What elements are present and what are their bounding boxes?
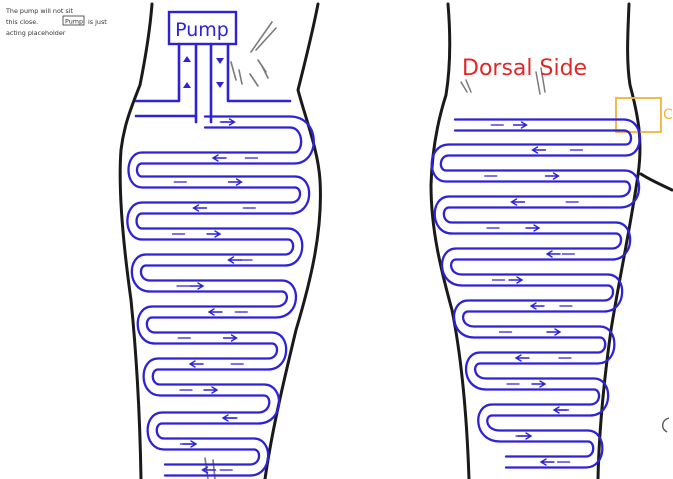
arrow-icon (183, 56, 191, 62)
arrow-icon (183, 82, 191, 88)
arrow-icon (516, 355, 529, 361)
tube-bend (463, 312, 474, 327)
arrow-icon (541, 459, 554, 465)
note-line-4: acting placeholder (6, 29, 66, 37)
left-serpentine-tubing (127, 117, 313, 476)
tube-bend (276, 292, 287, 307)
arrow-icon (216, 82, 224, 88)
edge-scribble (663, 418, 669, 432)
tube-bend (451, 260, 462, 275)
arrow-icon (547, 329, 560, 335)
pump-label: Pump (175, 19, 229, 41)
tube-bend (147, 318, 155, 333)
tube-bend (141, 266, 150, 281)
note-line-3: is just (88, 18, 107, 26)
tube-bend (129, 153, 143, 188)
arrow-icon (532, 381, 545, 387)
arrow-icon (213, 155, 226, 161)
pump-box: Pump (169, 12, 236, 44)
tube-bend (291, 188, 300, 203)
arrow-icon (216, 58, 224, 64)
arrow-icon (229, 179, 242, 185)
tube-bend (153, 370, 160, 385)
note-line-1: The pump will not sit (5, 7, 74, 15)
tube-bend (604, 286, 613, 301)
tube-bend (137, 164, 142, 177)
arrow-icon (190, 283, 203, 289)
dorsal-side-title: Dorsal Side (462, 56, 587, 81)
tube-bend (590, 390, 599, 405)
tube-bend (285, 240, 293, 255)
arrow-icon (190, 361, 203, 367)
tube-bend (586, 442, 593, 457)
tube-bend (478, 405, 500, 442)
tube-bend (598, 338, 605, 353)
scribbled-note: The pump will not sit this close. Pump i… (5, 7, 107, 37)
arrow-icon (547, 251, 560, 257)
arrow-icon (533, 147, 546, 153)
arrow-icon (224, 335, 237, 341)
note-line-2: this close. (6, 18, 38, 26)
tube-bend (157, 424, 164, 439)
left-lead-arrows (183, 56, 224, 88)
tube-bend (487, 416, 500, 431)
tube-bend (268, 344, 277, 359)
arrow-icon (512, 199, 525, 205)
tube-bend (290, 128, 301, 153)
arrow-icon (546, 173, 559, 179)
tube-bend (612, 234, 621, 249)
arrow-icon (209, 309, 222, 315)
tube-bend (475, 364, 486, 379)
arrow-icon (207, 231, 220, 237)
arrow-icon (509, 277, 522, 283)
edge-glyph: C (663, 107, 673, 123)
right-serpentine-tubing (432, 120, 640, 468)
tube-bend (441, 156, 449, 171)
arrow-icon (514, 122, 527, 128)
arrow-icon (531, 303, 544, 309)
note-boxed-word: Pump (65, 18, 83, 26)
arrow-icon (526, 225, 539, 231)
tube-bend (444, 208, 452, 223)
tube-bend (137, 214, 142, 229)
tube-bend (258, 396, 269, 413)
arrow-icon (194, 205, 207, 211)
tube-bend (620, 182, 630, 197)
tube-bend (127, 203, 142, 240)
tube-bend (250, 450, 259, 465)
arrow-icon (204, 387, 217, 393)
left-tube-leads (136, 44, 290, 122)
